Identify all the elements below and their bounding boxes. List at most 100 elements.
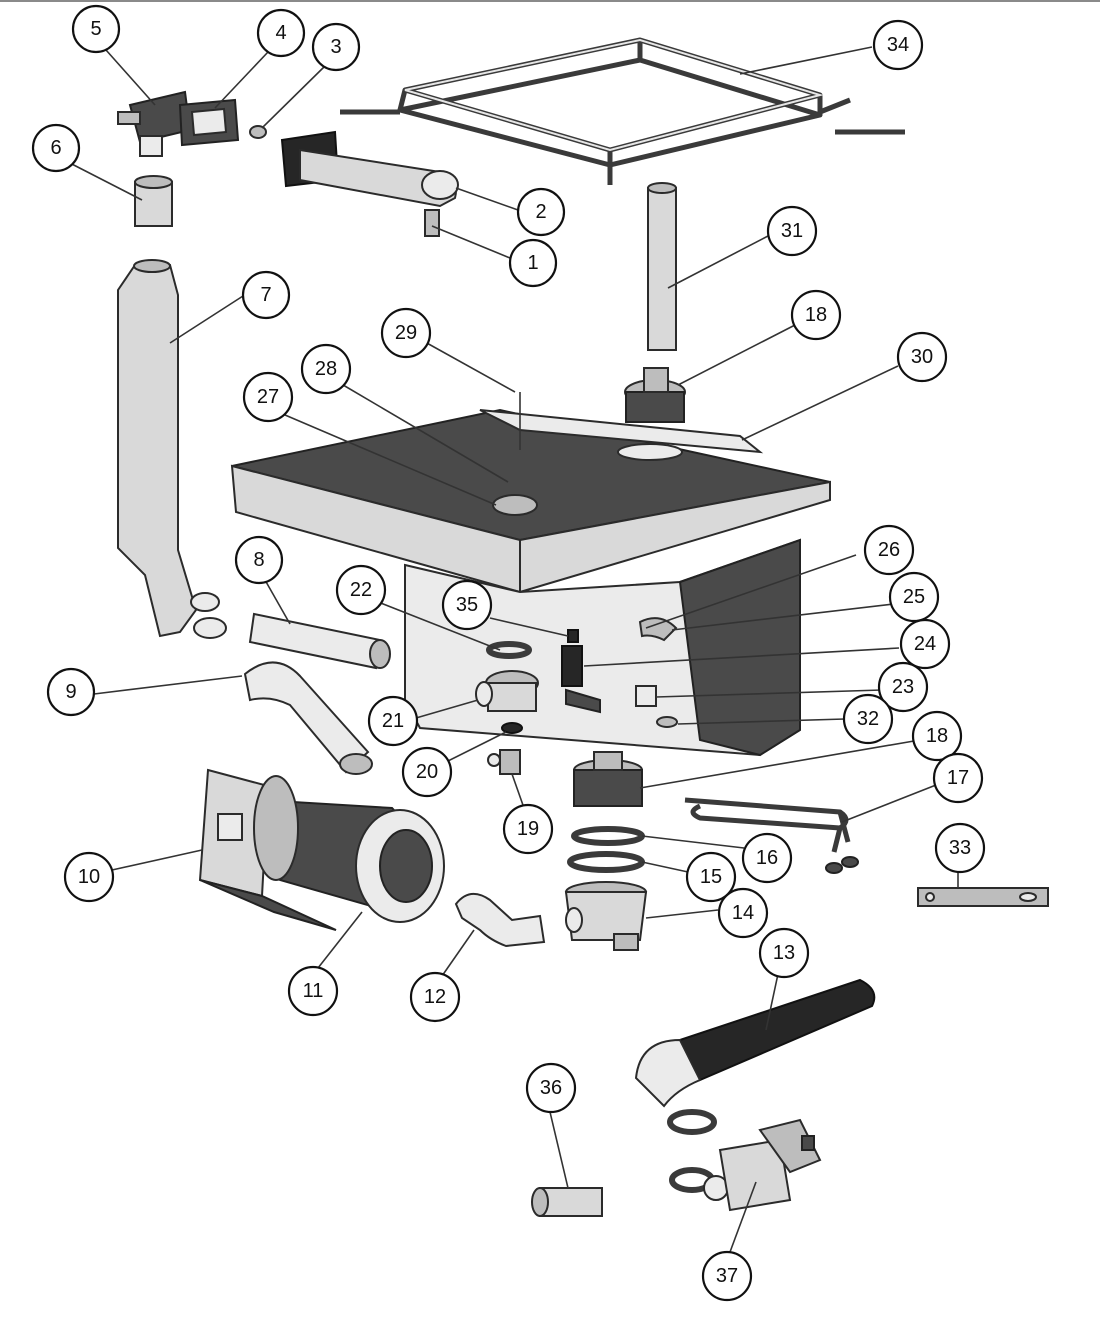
callout-23[interactable]: 23 <box>877 661 929 713</box>
part-2-spray-arm <box>280 130 459 208</box>
callout-24-label: 24 <box>914 633 936 655</box>
callout-12[interactable]: 12 <box>409 971 461 1023</box>
callout-27-label: 27 <box>257 386 279 408</box>
callout-19-label: 19 <box>517 818 539 840</box>
part-6-coupling <box>134 175 173 227</box>
callout-25-label: 25 <box>903 586 925 608</box>
part-19-valve <box>487 749 521 775</box>
callout-1-label: 1 <box>527 252 538 274</box>
callout-22-label: 22 <box>350 579 372 601</box>
part-7-riser-pipe <box>117 259 227 639</box>
callout-36[interactable]: 36 <box>525 1062 577 1114</box>
callout-28-label: 28 <box>315 358 337 380</box>
part-13-drain-hose <box>634 978 876 1135</box>
callout-6[interactable]: 6 <box>31 123 81 173</box>
callout-29-label: 29 <box>395 322 417 344</box>
callout-34-label: 34 <box>887 34 909 56</box>
callout-23-label: 23 <box>892 676 914 698</box>
callout-33-label: 33 <box>949 837 971 859</box>
callout-12-label: 12 <box>424 986 446 1008</box>
callout-16[interactable]: 16 <box>741 832 793 884</box>
part-3-nozzle <box>249 125 267 139</box>
part-36-sleeve <box>531 1187 603 1217</box>
part-4-gasket-plate <box>178 98 240 147</box>
callout-35-label: 35 <box>456 594 478 616</box>
callout-5[interactable]: 5 <box>71 4 121 54</box>
callout-29[interactable]: 29 <box>380 307 432 359</box>
callout-17[interactable]: 17 <box>932 752 984 804</box>
callout-26-label: 26 <box>878 539 900 561</box>
callout-11-label: 11 <box>303 980 324 1002</box>
callout-3[interactable]: 3 <box>311 22 361 72</box>
callout-14-label: 14 <box>732 902 754 924</box>
callout-15-label: 15 <box>700 866 722 888</box>
callout-8[interactable]: 8 <box>234 535 284 585</box>
callouts: 5 4 3 34 6 2 1 31 7 18 29 28 30 27 26 8 … <box>31 4 986 1302</box>
callout-11[interactable]: 11 <box>287 965 339 1017</box>
callout-2-label: 2 <box>535 201 546 223</box>
callout-9-label: 9 <box>65 681 76 703</box>
callout-3-label: 3 <box>330 36 341 58</box>
part-37-drain-pump <box>669 1118 822 1212</box>
callout-6-label: 6 <box>50 137 61 159</box>
callout-28[interactable]: 28 <box>300 343 352 395</box>
part-18-filter-bottom <box>573 751 643 807</box>
callout-2[interactable]: 2 <box>516 187 566 237</box>
callout-34[interactable]: 34 <box>872 19 924 71</box>
callout-32-label: 32 <box>857 708 879 730</box>
part-31-overflow-tube <box>647 182 677 351</box>
callout-27[interactable]: 27 <box>242 371 294 423</box>
part-17-heating-element <box>684 797 859 874</box>
part-8-tube <box>248 612 391 670</box>
part-10-bracket <box>198 768 337 931</box>
callout-18-top[interactable]: 18 <box>790 289 842 341</box>
callout-13-label: 13 <box>773 942 795 964</box>
part-18-filter-top <box>624 367 686 423</box>
callout-20-label: 20 <box>416 761 438 783</box>
callout-25[interactable]: 25 <box>888 571 940 623</box>
callout-30-label: 30 <box>911 346 933 368</box>
part-33-strap <box>917 887 1049 907</box>
callout-4[interactable]: 4 <box>256 8 306 58</box>
part-9-elbow <box>243 661 373 775</box>
callout-21[interactable]: 21 <box>367 695 419 747</box>
callout-37[interactable]: 37 <box>701 1250 753 1302</box>
leader-lines <box>63 46 959 1253</box>
callout-16-label: 16 <box>756 847 778 869</box>
callout-17-label: 17 <box>947 767 969 789</box>
callout-13[interactable]: 13 <box>758 927 810 979</box>
part-20-washer <box>501 722 523 734</box>
callout-19[interactable]: 19 <box>502 803 554 855</box>
callout-20[interactable]: 20 <box>401 746 453 798</box>
callout-22[interactable]: 22 <box>335 564 387 616</box>
callout-10-label: 10 <box>78 866 100 888</box>
callout-31-label: 31 <box>781 220 803 242</box>
callout-32[interactable]: 32 <box>842 693 894 745</box>
callout-31[interactable]: 31 <box>766 205 818 257</box>
callout-24[interactable]: 24 <box>899 618 951 670</box>
callout-36-label: 36 <box>540 1077 562 1099</box>
callout-18-top-label: 18 <box>805 304 827 326</box>
callout-30[interactable]: 30 <box>896 331 948 383</box>
part-15-gasket <box>567 851 645 873</box>
parts-illustration <box>117 37 1049 1217</box>
callout-4-label: 4 <box>275 22 286 44</box>
callout-10[interactable]: 10 <box>63 851 115 903</box>
callout-5-label: 5 <box>90 18 101 40</box>
callout-14[interactable]: 14 <box>717 887 769 939</box>
callout-9[interactable]: 9 <box>46 667 96 717</box>
callout-35[interactable]: 35 <box>441 579 493 631</box>
callout-15[interactable]: 15 <box>685 851 737 903</box>
part-34-basket-frame <box>340 37 905 185</box>
part-12-elbow <box>454 893 546 948</box>
callout-18-bottom[interactable]: 18 <box>911 710 963 762</box>
part-11-pump-motor <box>253 775 445 923</box>
part-5-valve-block <box>117 90 192 157</box>
callout-26[interactable]: 26 <box>863 524 915 576</box>
part-1-connector <box>424 209 440 237</box>
callout-33[interactable]: 33 <box>934 822 986 874</box>
callout-7[interactable]: 7 <box>241 270 291 320</box>
callout-1[interactable]: 1 <box>508 238 558 288</box>
callout-8-label: 8 <box>253 549 264 571</box>
